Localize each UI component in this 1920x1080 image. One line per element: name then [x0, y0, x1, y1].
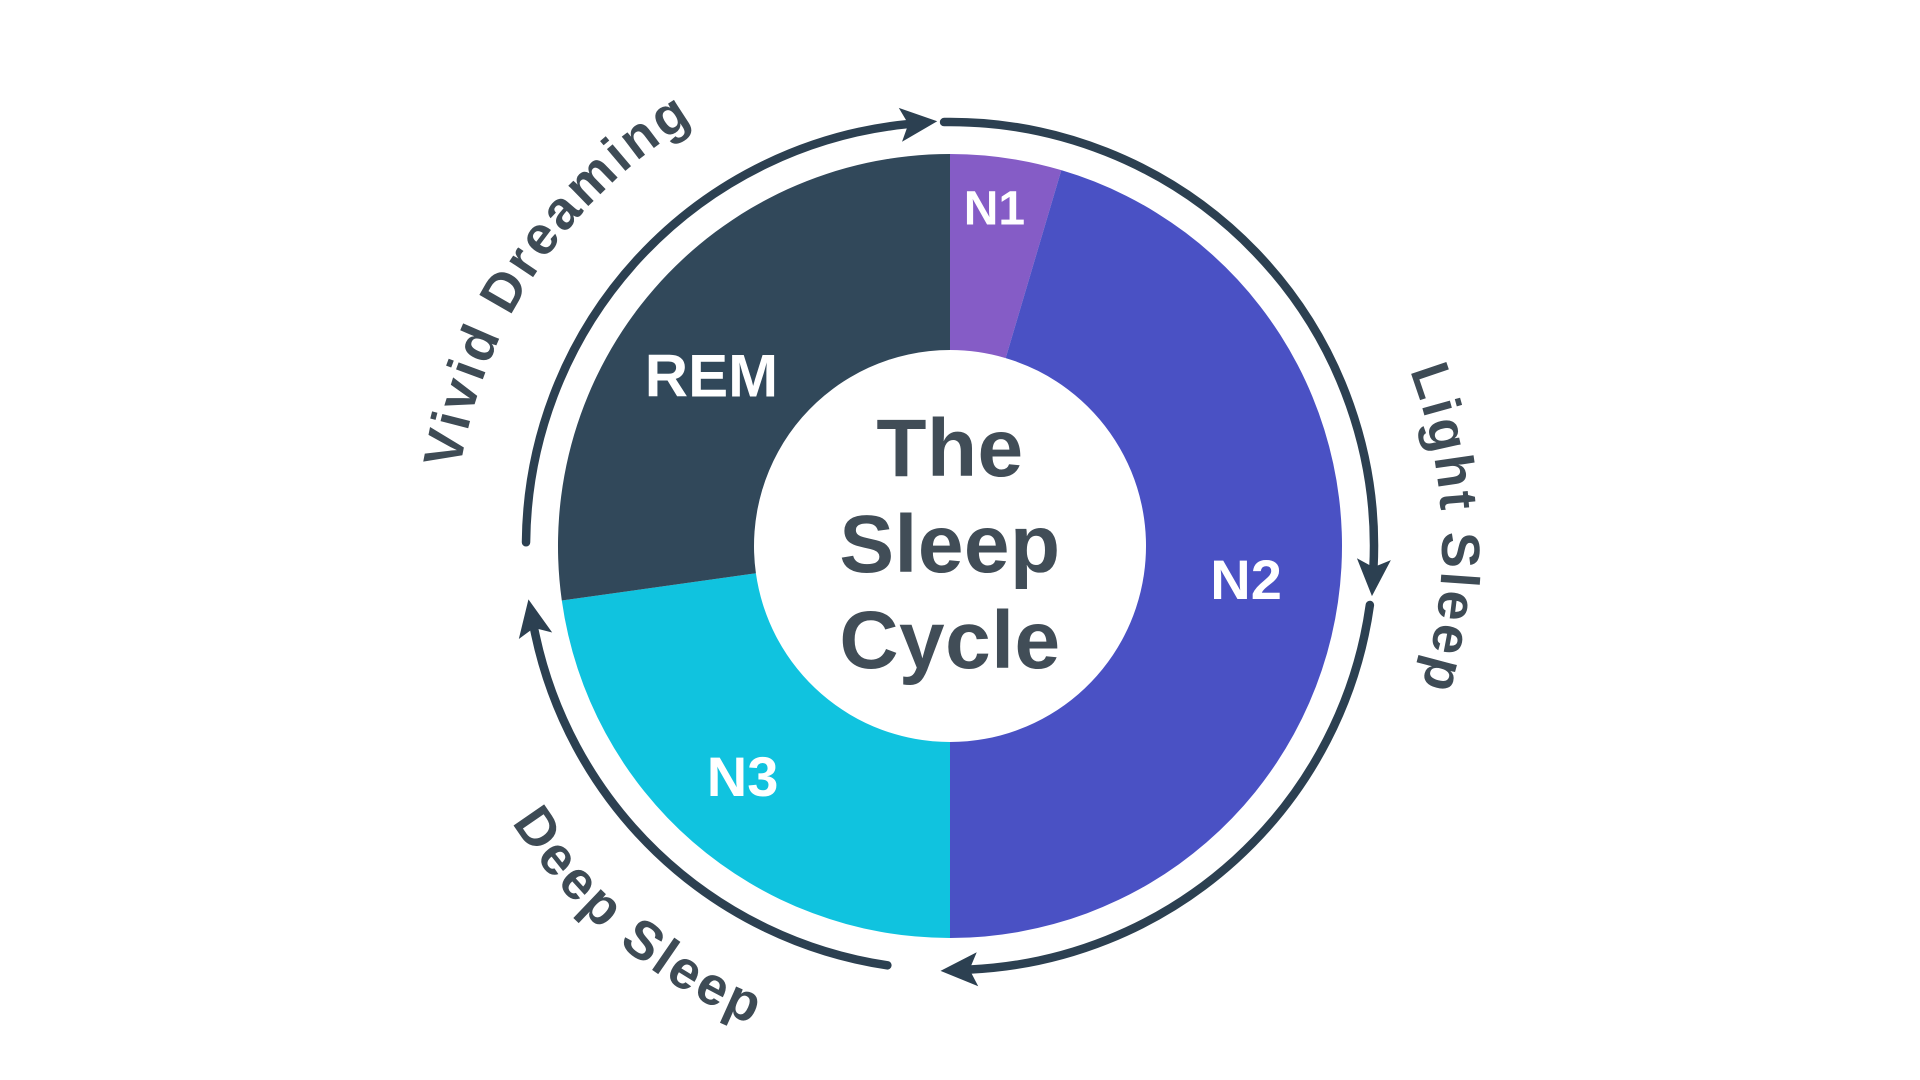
- segment-label-rem: REM: [645, 342, 778, 409]
- segment-label-n2: N2: [1210, 548, 1282, 611]
- center-title-line-1: The: [876, 403, 1024, 494]
- segment-rem: [557, 154, 950, 601]
- segment-n2: [950, 170, 1343, 938]
- center-title-line-3: Cycle: [839, 595, 1061, 686]
- segment-label-n1: N1: [964, 182, 1025, 235]
- cycle-arc-top-left: [521, 119, 914, 547]
- cycle-arc-top-left-arrowhead-icon: [898, 107, 938, 142]
- cycle-arc-bottom-right: [964, 600, 1375, 974]
- cycle-arc-right: [939, 117, 1379, 573]
- cycle-arc-bottom-right-arrowhead-icon: [940, 952, 979, 987]
- cycle-arc-left: [529, 622, 892, 970]
- segment-n1: [950, 153, 1062, 359]
- outer-label-light-sleep: Light Sleep: [1399, 355, 1491, 701]
- center-title-line-2: Sleep: [839, 499, 1061, 590]
- center-title: The Sleep Cycle: [839, 401, 1060, 689]
- cycle-arc-right-arrowhead-icon: [1356, 558, 1391, 597]
- outer-label-text-light-sleep: Light Sleep: [1399, 355, 1488, 701]
- cycle-arc-left-arrowhead-icon: [518, 599, 553, 639]
- segment-label-n3: N3: [707, 745, 779, 808]
- segment-n3: [561, 573, 950, 939]
